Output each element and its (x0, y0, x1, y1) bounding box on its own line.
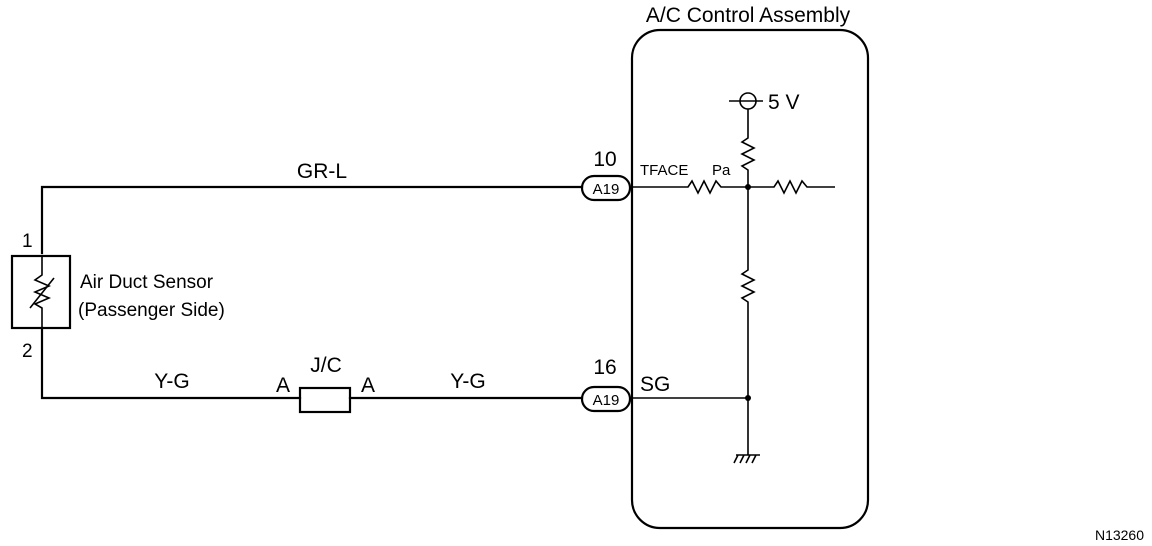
sensor-resistor-icon (32, 256, 52, 328)
connector-a19-lower (580, 385, 632, 413)
terminal-sg-label: SG (640, 373, 670, 396)
junction-node-upper (745, 184, 751, 190)
junction-node-lower (745, 395, 751, 401)
connector-pin-10: 10 (593, 148, 616, 171)
air-duct-sensor-box (10, 254, 72, 330)
thermistor-arrow-icon (29, 277, 55, 309)
wire-y-g-left (40, 326, 302, 400)
ground-icon (733, 454, 760, 464)
sensor-name-line2: (Passenger Side) (78, 300, 225, 321)
sensor-name-line1: Air Duct Sensor (80, 272, 214, 293)
wire-lower-right-color: Y-G (450, 370, 485, 393)
sensor-pin-top: 1 (22, 231, 33, 252)
terminal-pa-label: Pa (712, 162, 731, 179)
wire-gr-l (40, 185, 584, 255)
junction-label: J/C (310, 354, 342, 377)
divider-resistor-icon (740, 187, 756, 455)
connector-code-upper: A19 (593, 181, 620, 198)
connector-code-lower: A19 (593, 392, 620, 409)
supply-voltage: 5 V (768, 91, 800, 114)
sensor-pin-bottom: 2 (22, 341, 33, 362)
output-resistor-icon (748, 179, 835, 195)
wire-lower-left-color: Y-G (154, 370, 189, 393)
assembly-title: A/C Control Assembly (646, 4, 851, 27)
junction-connector (298, 386, 352, 414)
figure-id: N13260 (1095, 527, 1144, 543)
junction-right-pin: A (361, 374, 375, 397)
input-resistor-icon (632, 179, 748, 195)
pullup-resistor-icon (740, 109, 756, 187)
wire-upper-color: GR-L (297, 160, 347, 183)
terminal-tface-label: TFACE (640, 162, 688, 179)
connector-a19-upper (580, 174, 632, 202)
junction-left-pin: A (276, 374, 290, 397)
ac-control-assembly-box (630, 28, 870, 530)
connector-pin-16: 16 (593, 356, 616, 379)
